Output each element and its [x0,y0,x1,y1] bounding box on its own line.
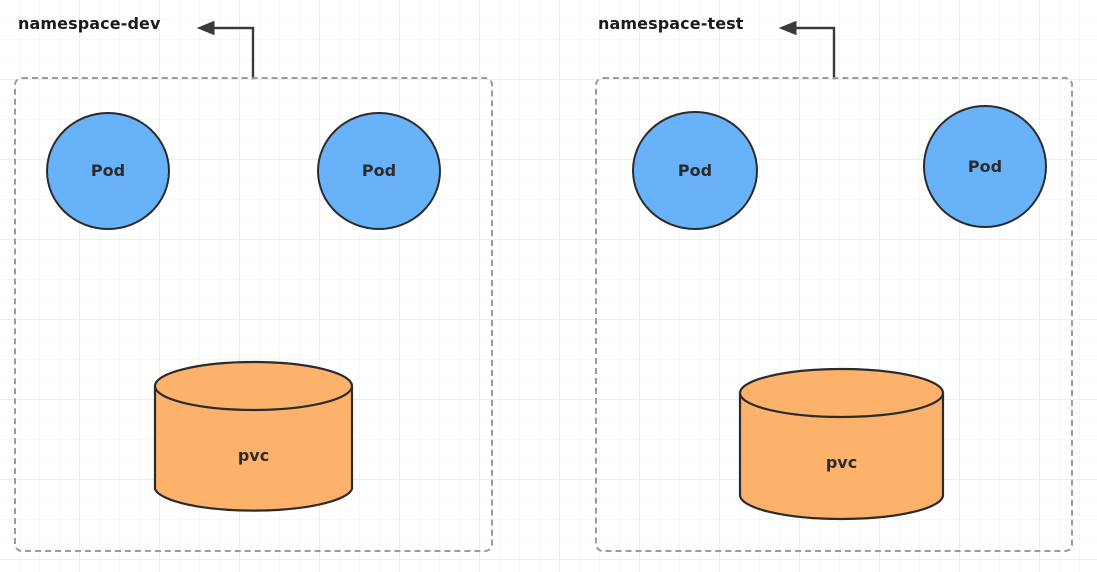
namespace-container-dev[interactable] [14,77,493,552]
pod-label: Pod [967,156,1003,176]
namespace-container-test[interactable] [595,77,1073,552]
namespace-dev-connector-arrow [196,20,255,80]
pod-label: Pod [361,161,397,180]
pod-dev-1[interactable]: Pod [46,112,170,230]
pod-dev-2[interactable]: Pod [317,112,441,230]
namespace-label-dev: namespace-dev [18,14,161,33]
pvc-cylinder-dev[interactable]: pvc [153,360,354,515]
pvc-cylinder-test[interactable]: pvc [738,367,945,522]
namespace-test-connector-arrow [778,20,836,80]
namespace-label-test: namespace-test [598,14,744,33]
pod-test-1[interactable]: Pod [632,111,758,230]
pod-label: Pod [677,160,713,180]
pod-label: Pod [90,161,126,180]
pod-test-2[interactable]: Pod [923,105,1047,228]
